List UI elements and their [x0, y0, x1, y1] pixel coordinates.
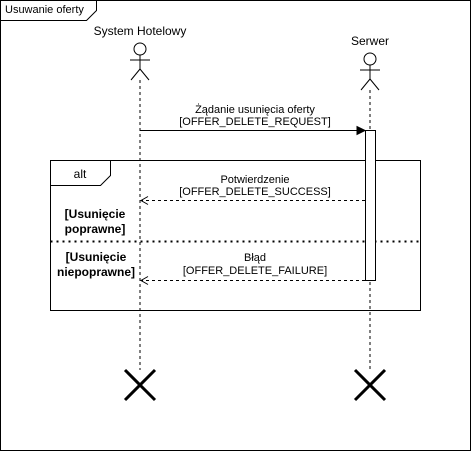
open-arrowhead-icon — [139, 196, 149, 205]
actor-system-hotelowy[interactable]: System Hotelowy — [94, 24, 187, 81]
guard-success-line2: poprawne] — [65, 222, 126, 236]
message-offer-delete-failure[interactable]: Błąd [OFFER_DELETE_FAILURE] — [139, 252, 365, 285]
actor-label: System Hotelowy — [94, 24, 187, 38]
message-label-line2: [OFFER_DELETE_SUCCESS] — [179, 186, 331, 198]
alt-operator-tab — [50, 160, 111, 186]
actor-label: Serwer — [351, 34, 389, 48]
alt-fragment-border — [50, 160, 421, 311]
message-offer-delete-request[interactable]: Żądanie usunięcia oferty [OFFER_DELETE_R… — [140, 103, 367, 136]
open-arrowhead-icon — [139, 276, 149, 285]
message-label-line2: [OFFER_DELETE_REQUEST] — [179, 116, 331, 128]
destroy-icon-serwer — [353, 368, 387, 402]
guard-success-line1: [Usunięcie — [65, 207, 126, 221]
message-label-line1: Błąd — [244, 252, 266, 264]
message-label-line2: [OFFER_DELETE_FAILURE] — [183, 265, 327, 277]
guard-failure-line2: niepoprawne] — [57, 265, 135, 279]
frame-title: Usuwanie oferty — [5, 4, 84, 16]
stick-figure-icon — [130, 42, 150, 81]
alt-operator-label: alt — [74, 167, 87, 181]
stick-figure-icon — [360, 52, 380, 91]
message-offer-delete-success[interactable]: Potwierdzenie [OFFER_DELETE_SUCCESS] — [139, 174, 365, 205]
filled-arrowhead-icon — [356, 125, 367, 136]
message-label-line1: Żądanie usunięcia oferty — [195, 103, 315, 116]
activation-bar-serwer — [365, 130, 376, 281]
destroy-icon-system-hotelowy — [123, 368, 157, 402]
guard-failure-line1: [Usunięcie — [66, 250, 127, 264]
alt-fragment: alt [Usunięcie poprawne] [Usunięcie niep… — [50, 160, 421, 311]
message-label-line1: Potwierdzenie — [220, 174, 289, 186]
frame-title-tab — [0, 0, 97, 21]
actor-serwer[interactable]: Serwer — [351, 34, 389, 91]
